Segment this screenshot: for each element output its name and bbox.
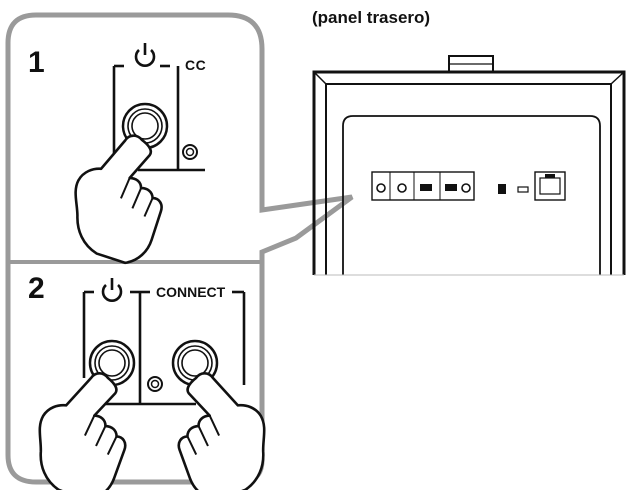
step-2-button-label: CONNECT xyxy=(156,284,226,300)
step-1-number: 1 xyxy=(28,46,45,79)
step-2-number: 2 xyxy=(28,272,45,305)
step-1-button-label: CC xyxy=(185,57,207,73)
panel-caption: (panel trasero) xyxy=(312,8,431,27)
connect-led xyxy=(147,376,163,392)
device-rear-view xyxy=(312,55,626,276)
ethernet-port-icon xyxy=(534,171,566,201)
connect-led xyxy=(182,144,198,160)
